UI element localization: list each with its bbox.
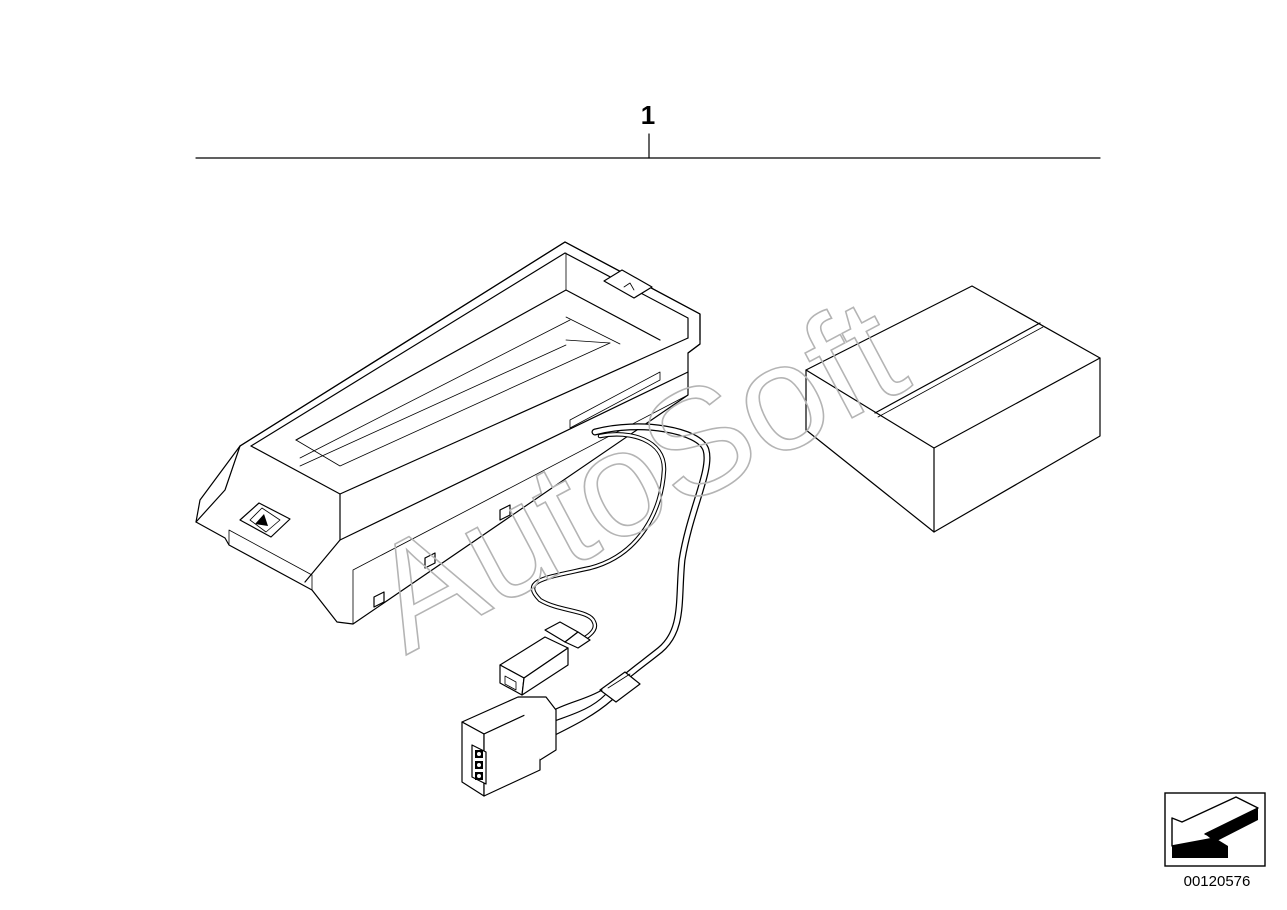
large-plug-connector[interactable] [461,696,557,797]
console-tray[interactable] [195,241,701,625]
mounting-clip [424,552,436,569]
tray-switch-icon [603,269,653,299]
wiring-harness[interactable] [461,423,711,797]
mounting-clip [373,591,385,608]
part-number-label[interactable]: 1 [641,100,655,130]
part-number-callout: 1 [195,100,1101,159]
mounting-clip [499,504,511,521]
cable-sleeve [599,671,641,703]
back-arrow-icon[interactable] [1164,792,1266,867]
small-plug-connector[interactable] [499,621,591,696]
cardboard-box-icon[interactable] [805,285,1101,533]
reference-number: 00120576 [1184,873,1251,890]
hazard-button-icon[interactable] [239,502,291,538]
